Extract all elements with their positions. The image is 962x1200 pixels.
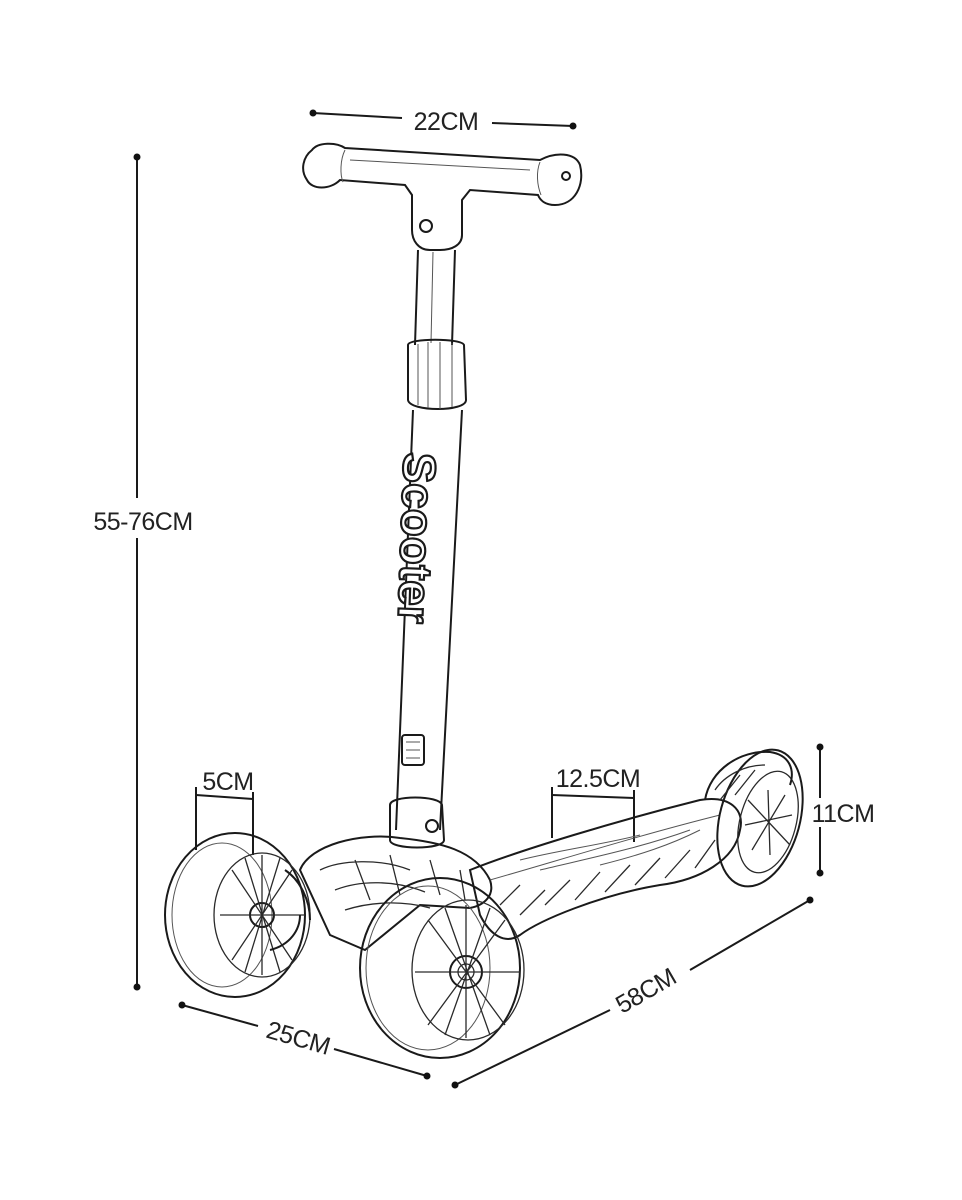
deck-width-label: 12.5CM [556,765,641,793]
rear-wheel-tire [716,748,804,888]
height-dim-end-bottom [133,983,141,991]
stem-label-lines [406,741,420,759]
grip-end-cap-icon [561,171,571,181]
length-dim-end-right [806,896,814,904]
rear-wheel-height-label: 11CM [812,800,875,828]
wheel-width-dim-top [195,794,254,800]
rear-wheel-height-dimension: 11CM [812,743,875,877]
rear-wheel [704,748,804,888]
rear-height-dim-end-top [816,743,824,751]
total-length-dimension: 58CM [451,896,814,1089]
upper-stem-outline [414,249,456,346]
folding-joint-bolt-icon [425,819,439,833]
handlebar-highlight [349,159,531,171]
front-right-wheel [359,877,525,1059]
handlebar-dim-end-right [569,122,577,130]
folding-joint-outline [389,796,446,849]
axle-dim-line-left [181,1004,259,1027]
rear-wheel-spokes [744,789,793,856]
front-right-wheel-tire [359,877,521,1059]
deck-width-dim-top [551,794,635,799]
handlebar-width-dimension: 22CM [309,108,577,136]
handlebar-width-label: 22CM [414,108,479,136]
deck-side-stripes [499,839,716,916]
front-left-wheel [164,832,311,998]
rear-height-dim-end-bottom [816,869,824,877]
folding-joint [389,796,446,849]
deck-width-dimension: 12.5CM [551,765,641,842]
right-grip-edge [537,161,542,196]
front-axle-width-label: 25CM [263,1016,333,1061]
upper-stem-highlight [430,251,434,344]
front-left-wheel-spokes [220,855,305,975]
front-left-wheel-bracket [269,869,311,951]
deck-top-edge [489,814,721,881]
clamp-outline [407,338,468,410]
front-wheel-width-label: 5CM [202,768,253,796]
left-grip-edge [340,149,346,183]
lower-stem-outline [395,409,463,831]
rear-fender [704,750,793,801]
upper-stem [414,249,456,346]
axle-dim-end-left [178,1001,186,1009]
axle-dim-line-right [333,1048,428,1077]
length-dim-line-right [689,899,811,971]
handlebar-dim-line-left [312,112,403,119]
handlebar-dim-line-right [491,122,574,127]
length-dim-line-left [454,1009,611,1086]
handlebar-bolt-icon [419,219,433,233]
rear-fender-pattern [714,764,766,801]
height-dim-end-top [133,153,141,161]
deck [468,798,742,940]
deck-outline [468,798,742,940]
height-dimension: 55-76CM [93,153,193,991]
front-body-pattern [319,854,466,911]
handlebar-dim-end-left [309,109,317,117]
height-range-label: 55-76CM [93,508,192,536]
axle-dim-end-right [423,1072,431,1080]
handlebar [302,142,583,251]
front-right-wheel-inner-edge [365,885,491,1051]
front-right-wheel-spokes [415,905,520,1038]
lower-stem: Scooter [387,409,463,831]
clamp-ridges [417,342,453,409]
deck-texture [519,829,701,871]
rear-wheel-rim [737,770,799,874]
height-adjust-clamp [407,338,468,410]
brand-logo-text: Scooter [388,452,446,625]
stem-label-plate [401,734,425,766]
length-dim-end-left [451,1081,459,1089]
front-wheel-width-dimension: 5CM [195,768,254,855]
front-right-wheel-rim [411,899,525,1041]
total-length-label: 58CM [611,963,681,1020]
handlebar-outline [302,142,583,251]
